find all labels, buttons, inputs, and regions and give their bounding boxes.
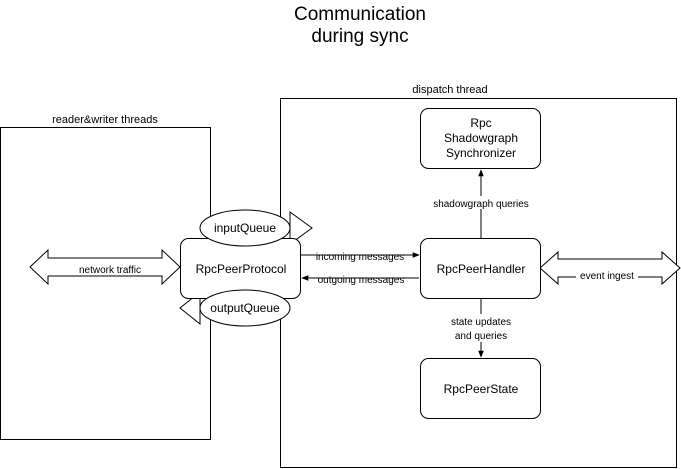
- reader-writer-threads-label: reader&writer threads: [52, 114, 158, 126]
- synchronizer-label-line-2: Shadowgraph: [444, 131, 518, 145]
- event-ingest-arrow: [539, 250, 681, 286]
- rpc-peer-protocol-label: RpcPeerProtocol: [196, 262, 287, 276]
- state-updates-label-bg: [444, 314, 518, 342]
- network-traffic-label: network traffic: [79, 265, 141, 276]
- input-queue-node: [199, 209, 291, 247]
- reader-writer-threads-container: [0, 127, 211, 440]
- diagram-title-line-1: Communication: [294, 4, 426, 25]
- state-updates-label-line-1: state updates: [451, 317, 511, 328]
- rpc-peer-handler-label: RpcPeerHandler: [437, 262, 526, 276]
- rpc-peer-state-node: [420, 358, 541, 419]
- shadowgraph-queries-label-bg: [426, 196, 536, 209]
- event-ingest-label: event ingest: [580, 271, 634, 282]
- input-queue-label: inputQueue: [214, 221, 276, 235]
- outgoing-messages-label: outgoing messages: [318, 275, 405, 286]
- rpc-shadowgraph-synchronizer-node: [420, 108, 541, 169]
- output-queue-label: outputQueue: [210, 301, 280, 315]
- synchronizer-label-line-1: Rpc: [470, 116, 491, 130]
- state-updates-label-line-2: and queries: [455, 331, 507, 342]
- diagram-title-line-2: during sync: [311, 26, 408, 47]
- rpc-peer-state-label: RpcPeerState: [444, 382, 519, 396]
- dispatch-thread-label: dispatch thread: [412, 84, 487, 96]
- network-traffic-label-bg: [66, 262, 158, 274]
- input-queue-arrow-shape: [289, 211, 313, 245]
- event-ingest-label-bg: [576, 269, 638, 281]
- rpc-peer-handler-node: [420, 238, 541, 299]
- output-queue-node: [199, 289, 291, 327]
- incoming-messages-label: incoming messages: [316, 252, 404, 263]
- shadowgraph-queries-label: shadowgraph queries: [433, 199, 529, 210]
- synchronizer-label-line-3: Synchronizer: [446, 146, 516, 160]
